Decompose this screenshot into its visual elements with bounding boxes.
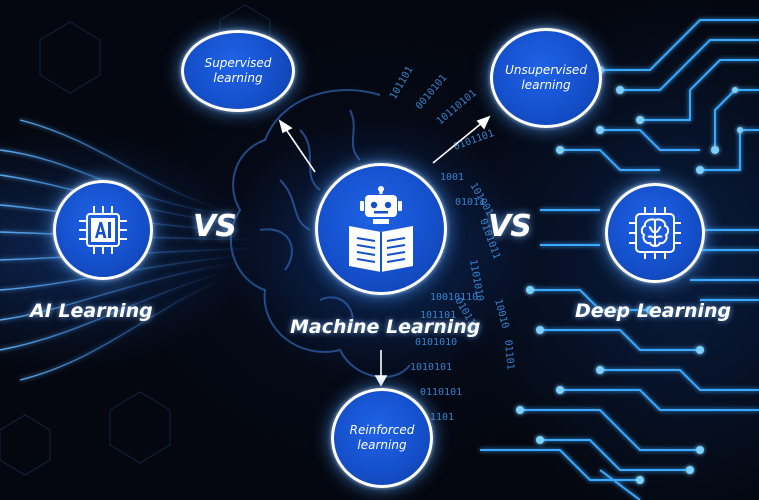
vs-left-label: VS bbox=[193, 209, 237, 244]
deep-learning-node bbox=[605, 183, 705, 283]
svg-text:01101: 01101 bbox=[502, 339, 516, 370]
svg-text:1101: 1101 bbox=[430, 412, 454, 423]
brain-outline bbox=[230, 89, 411, 378]
unsupervised-learning-node: Unsupervised learning bbox=[490, 28, 602, 128]
svg-text:0101010: 0101010 bbox=[415, 337, 457, 348]
arrow-to-supervised bbox=[284, 127, 316, 173]
ai-learning-node bbox=[53, 180, 153, 280]
brain-chip-icon bbox=[629, 207, 681, 259]
unsupervised-learning-label: Unsupervised learning bbox=[505, 63, 587, 92]
machine-learning-node bbox=[315, 163, 447, 295]
connector-arrows bbox=[278, 115, 491, 387]
arrow-to-unsupervised bbox=[432, 121, 484, 164]
supervised-learning-node: Supervised learning bbox=[181, 30, 295, 112]
svg-text:1001: 1001 bbox=[440, 172, 464, 183]
circuit-nodes bbox=[516, 66, 743, 484]
reinforced-learning-node: Reinforced learning bbox=[331, 388, 433, 488]
circuit-traces bbox=[480, 19, 759, 500]
robot-reading-book-icon bbox=[349, 186, 413, 272]
reinforced-learning-label: Reinforced learning bbox=[349, 423, 415, 452]
ai-chip-icon bbox=[79, 206, 127, 254]
svg-text:0010101: 0010101 bbox=[414, 73, 450, 112]
svg-text:01011: 01011 bbox=[455, 197, 485, 208]
svg-text:10010: 10010 bbox=[492, 298, 510, 330]
svg-text:0101101: 0101101 bbox=[452, 128, 495, 153]
svg-text:101101: 101101 bbox=[420, 310, 456, 321]
svg-text:101101: 101101 bbox=[388, 65, 416, 102]
svg-text:1010101: 1010101 bbox=[410, 362, 452, 373]
svg-text:10010110: 10010110 bbox=[430, 292, 478, 303]
supervised-learning-label: Supervised learning bbox=[204, 56, 272, 85]
ai-learning-label: AI Learning bbox=[30, 300, 153, 322]
vs-right-label: VS bbox=[488, 209, 532, 244]
machine-learning-label: Machine Learning bbox=[290, 316, 481, 338]
deep-learning-label: Deep Learning bbox=[575, 300, 732, 322]
svg-text:10110101: 10110101 bbox=[435, 88, 479, 127]
svg-text:0110101: 0110101 bbox=[420, 387, 462, 398]
